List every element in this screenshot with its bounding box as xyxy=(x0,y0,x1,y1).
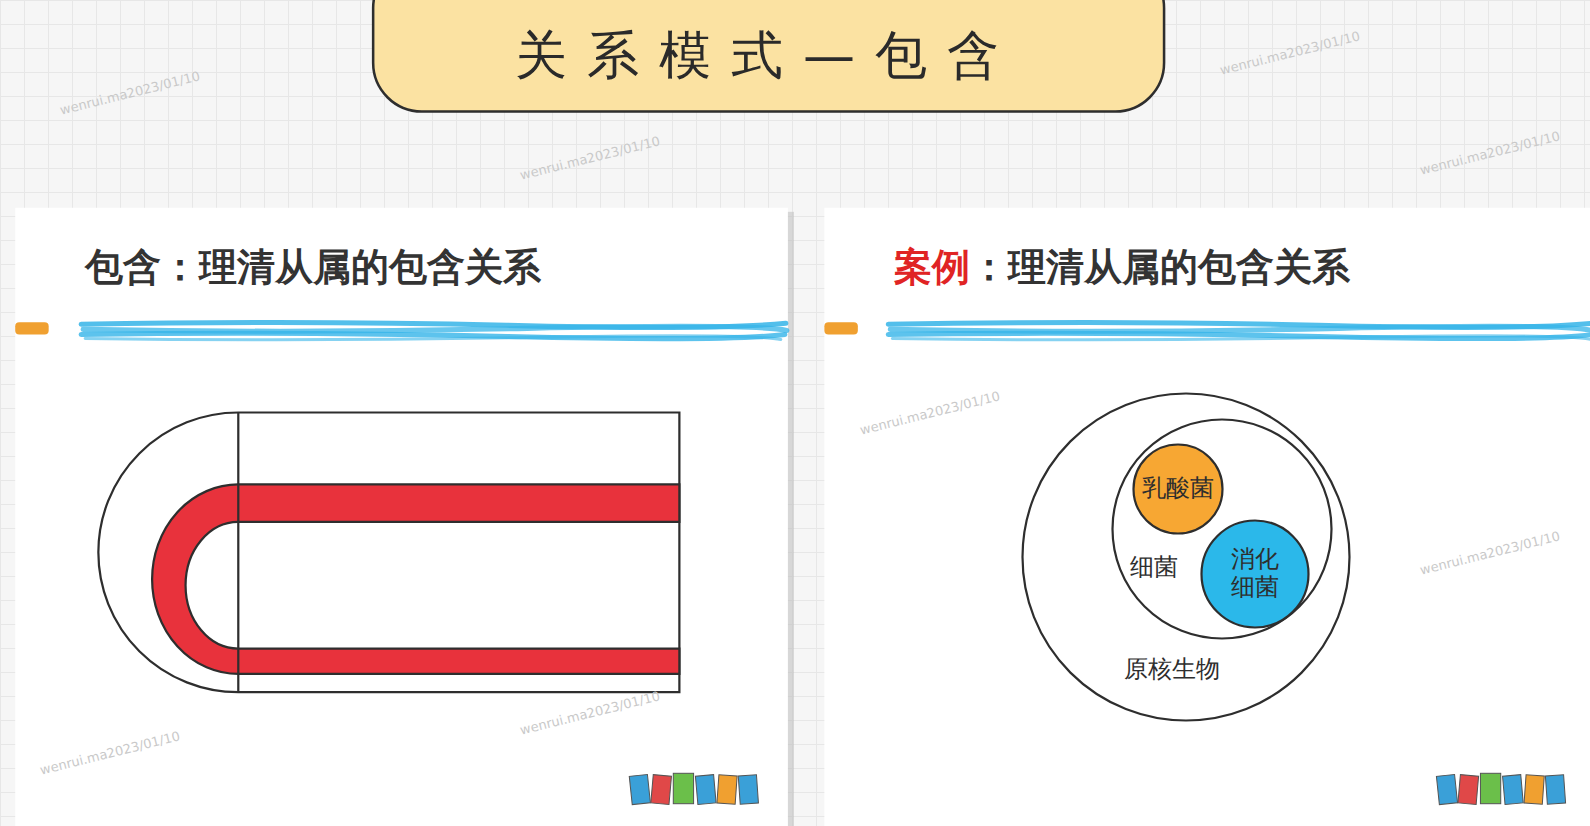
watermark-holder: wenrui.ma2023/01/10 xyxy=(518,686,662,739)
title-banner xyxy=(373,0,1164,111)
watermark: wenrui.ma2023/01/10 xyxy=(518,133,661,182)
set-label: 原核生物 xyxy=(1124,656,1220,684)
orange-mark xyxy=(15,322,48,334)
logo-icons xyxy=(629,773,1565,804)
set-circle: 细菌 乳酸菌消化细菌 xyxy=(1111,418,1333,640)
watermark: wenrui.ma2023/01/10 xyxy=(58,68,201,117)
set-circle: 乳酸菌 xyxy=(1132,443,1224,535)
watermark-holder: wenrui.ma2023/01/10 xyxy=(1418,526,1562,579)
panel xyxy=(15,208,788,826)
watermark: wenrui.ma2023/01/10 xyxy=(858,388,1001,437)
heading-row: 包含：理清从属的包含关系 xyxy=(85,242,541,293)
panel-box: 包含：理清从属的包含关系 xyxy=(15,208,788,826)
panel-box: 案例：理清从属的包含关系原核生物 细菌 乳酸菌消化细菌 xyxy=(824,208,1590,826)
watermark-holder: wenrui.ma2023/01/10 xyxy=(518,131,662,184)
watermark: wenrui.ma2023/01/10 xyxy=(518,688,661,737)
watermark-holder: wenrui.ma2023/01/10 xyxy=(1218,26,1362,79)
panel xyxy=(824,208,1590,826)
watermark-holder: wenrui.ma2023/01/10 xyxy=(858,386,1002,439)
set-label: 消化细菌 xyxy=(1229,546,1281,601)
watermark: wenrui.ma2023/01/10 xyxy=(1218,28,1361,77)
brush-line xyxy=(81,323,1590,340)
title-text: 关系模式—包含 xyxy=(515,21,1019,91)
circle-outline xyxy=(1023,394,1350,721)
panel-heading: 案例 xyxy=(894,242,970,293)
set-label: 细菌 xyxy=(1130,554,1178,582)
watermark-holder: wenrui.ma2023/01/10 xyxy=(1418,126,1562,179)
watermark-holder: wenrui.ma2023/01/10 xyxy=(38,726,182,779)
orange-mark xyxy=(824,322,857,334)
watermark: wenrui.ma2023/01/10 xyxy=(1418,528,1561,577)
set-label: 乳酸菌 xyxy=(1142,475,1214,503)
circle-label-holder: 乳酸菌 xyxy=(1138,475,1218,503)
circle-outline xyxy=(1202,521,1309,628)
watermark: wenrui.ma2023/01/10 xyxy=(1418,128,1561,177)
panel-heading: ：理清从属的包含关系 xyxy=(970,242,1350,293)
title-holder: 关系模式—包含 xyxy=(370,0,1164,112)
circle-label-holder: 消化细菌 xyxy=(1227,546,1283,601)
circle-outline xyxy=(1113,420,1332,639)
panel-heading: 包含：理清从属的包含关系 xyxy=(85,242,541,293)
watermark-holder: wenrui.ma2023/01/10 xyxy=(58,66,202,119)
heading-row: 案例：理清从属的包含关系 xyxy=(894,242,1350,293)
set-circle: 消化细菌 xyxy=(1200,519,1310,629)
circle-label-holder: 原核生物 xyxy=(1097,656,1247,684)
circle-label-holder: 细菌 xyxy=(1119,554,1189,582)
circle-outline xyxy=(1134,445,1223,534)
u-shape xyxy=(98,412,679,692)
set-circle: 原核生物 细菌 乳酸菌消化细菌 xyxy=(1021,392,1351,722)
watermark: wenrui.ma2023/01/10 xyxy=(38,728,181,777)
